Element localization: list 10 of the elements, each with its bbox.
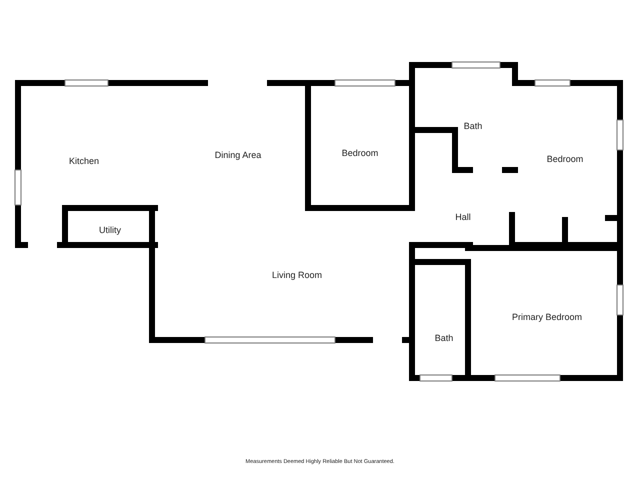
- room-label: Primary Bedroom: [512, 312, 582, 322]
- room-label: Dining Area: [214, 150, 262, 160]
- room-label: Bedroom: [546, 154, 584, 164]
- room-label: Bath: [464, 121, 482, 131]
- room-label: Bedroom: [342, 148, 378, 158]
- room-label: Kitchen: [68, 156, 100, 166]
- room-label: Hall: [455, 212, 471, 222]
- room-label: Living Room: [272, 270, 322, 280]
- room-label: Utility: [99, 225, 121, 235]
- room-label: Bath: [434, 333, 454, 343]
